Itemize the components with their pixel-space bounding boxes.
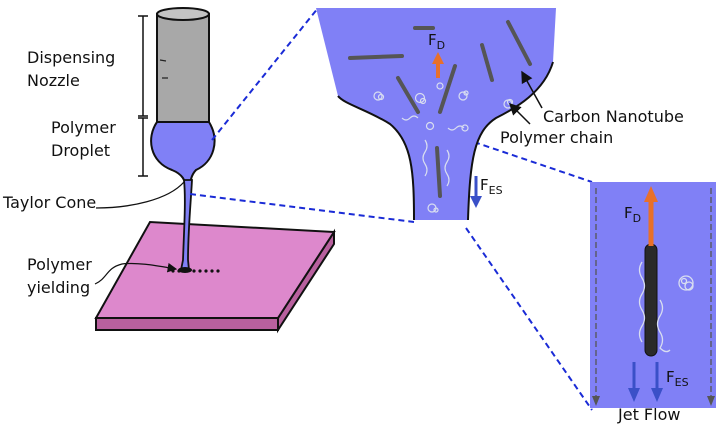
- es-force-label-jet: FES: [666, 368, 689, 389]
- polymer-yielding-deposit: [171, 267, 220, 273]
- carbon-nanotube-label: Carbon Nanotube: [543, 107, 684, 126]
- jet-flow-label: Jet Flow: [617, 405, 680, 424]
- dispensing-nozzle-label: Dispensing Nozzle: [27, 48, 120, 90]
- carbon-nanotube-aligned: [644, 243, 658, 357]
- es-force-arrow-cone: [470, 176, 482, 208]
- taylor-cone-label: Taylor Cone: [2, 193, 96, 212]
- droplet-bracket: [138, 117, 148, 177]
- polymer-chain-label: Polymer chain: [500, 128, 613, 147]
- carbon-nanotube-leader: [521, 70, 543, 109]
- drag-force-label-cone: FD: [428, 31, 445, 52]
- polymer-yielding-label: Polymer yielding: [27, 255, 97, 297]
- substrate: [94, 220, 336, 334]
- drag-force-arrow-cone: [432, 52, 444, 78]
- drag-force-arrow-jet: [644, 186, 658, 246]
- polymer-chain-leader: [508, 102, 531, 125]
- dispensing-nozzle: [156, 7, 210, 127]
- polymer-chains-cone: [373, 82, 514, 213]
- jet-flow-streamlines: [595, 188, 712, 398]
- jet-flow-streamline-heads: [592, 396, 715, 406]
- zoom-lines: [189, 7, 593, 411]
- carbon-nanotubes-cone: [348, 20, 532, 198]
- nozzle-bracket: [138, 15, 148, 117]
- polymer-yielding-leader: [94, 262, 178, 285]
- cone-zoom-panel: [316, 8, 556, 221]
- polymer-chains-jet: [638, 261, 694, 353]
- drag-force-label-jet: FD: [624, 204, 641, 225]
- taylor-cone-leader: [95, 181, 185, 209]
- polymer-droplet-label: Polymer Droplet: [51, 118, 121, 160]
- es-force-arrows-jet: [628, 362, 663, 402]
- es-force-label-cone: FES: [480, 176, 503, 197]
- polymer-droplet: [150, 121, 216, 201]
